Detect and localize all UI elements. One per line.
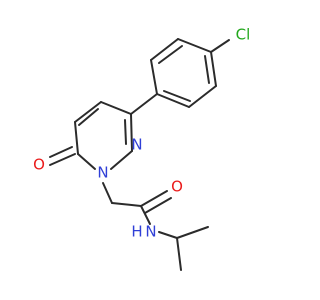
bond-aryl-double-1 — [158, 45, 183, 64]
chlorine-atom-label: Cl — [236, 26, 251, 44]
amide-oxygen-label: O — [171, 178, 183, 196]
molecule-diagram: Cl N N O O N H — [33, 26, 251, 271]
bond-aryl-2 — [150, 38, 179, 61]
bond-aryl-1 — [177, 38, 212, 53]
bond-aryl-3 — [150, 59, 158, 95]
amide-nitrogen-label: N — [145, 223, 156, 241]
bond-ring-double-2 — [124, 119, 127, 145]
bond-cl-c — [210, 39, 230, 53]
bond-aryl-to-ring — [130, 93, 158, 115]
pyridazinone-ring — [49, 93, 158, 170]
bond-aryl-double-2 — [163, 90, 191, 102]
bond-ch-me1 — [176, 226, 209, 239]
bond-ring-carbonyl — [49, 153, 76, 166]
bond-c-n — [140, 205, 151, 225]
bond-c-o — [140, 190, 168, 207]
bond-ring-carbonyl-double — [49, 146, 73, 158]
bond-ring-6 — [130, 113, 133, 152]
bond-ch-me2 — [176, 237, 182, 271]
ring-nitrogen-label-2: N — [131, 136, 142, 154]
bond-aryl-4 — [156, 93, 190, 108]
bond-aryl-6 — [210, 51, 217, 87]
ring-nitrogen-label-1: N — [97, 164, 108, 182]
bond-ring-2 — [74, 101, 102, 123]
chlorophenyl-ring — [150, 38, 230, 108]
bond-ring-4 — [77, 153, 96, 170]
bond-aryl-double-3 — [204, 55, 210, 84]
acetamide-side-chain — [102, 182, 209, 271]
bond-ring-3 — [74, 121, 79, 155]
chemical-structure-canvas: Cl N N O O N H — [33, 25, 251, 271]
bond-ring-1 — [100, 101, 132, 115]
amide-hydrogen-label: H — [131, 223, 142, 241]
bond-ring-5 — [110, 150, 133, 170]
bond-ring-double-1 — [78, 108, 99, 126]
bond-n-ch — [158, 231, 178, 239]
bond-n-ch2 — [102, 182, 113, 204]
bond-ch2-c — [111, 202, 142, 207]
ring-oxygen-label: O — [33, 156, 45, 174]
bond-aryl-5 — [188, 85, 217, 108]
bond-c-o-double — [144, 197, 172, 214]
